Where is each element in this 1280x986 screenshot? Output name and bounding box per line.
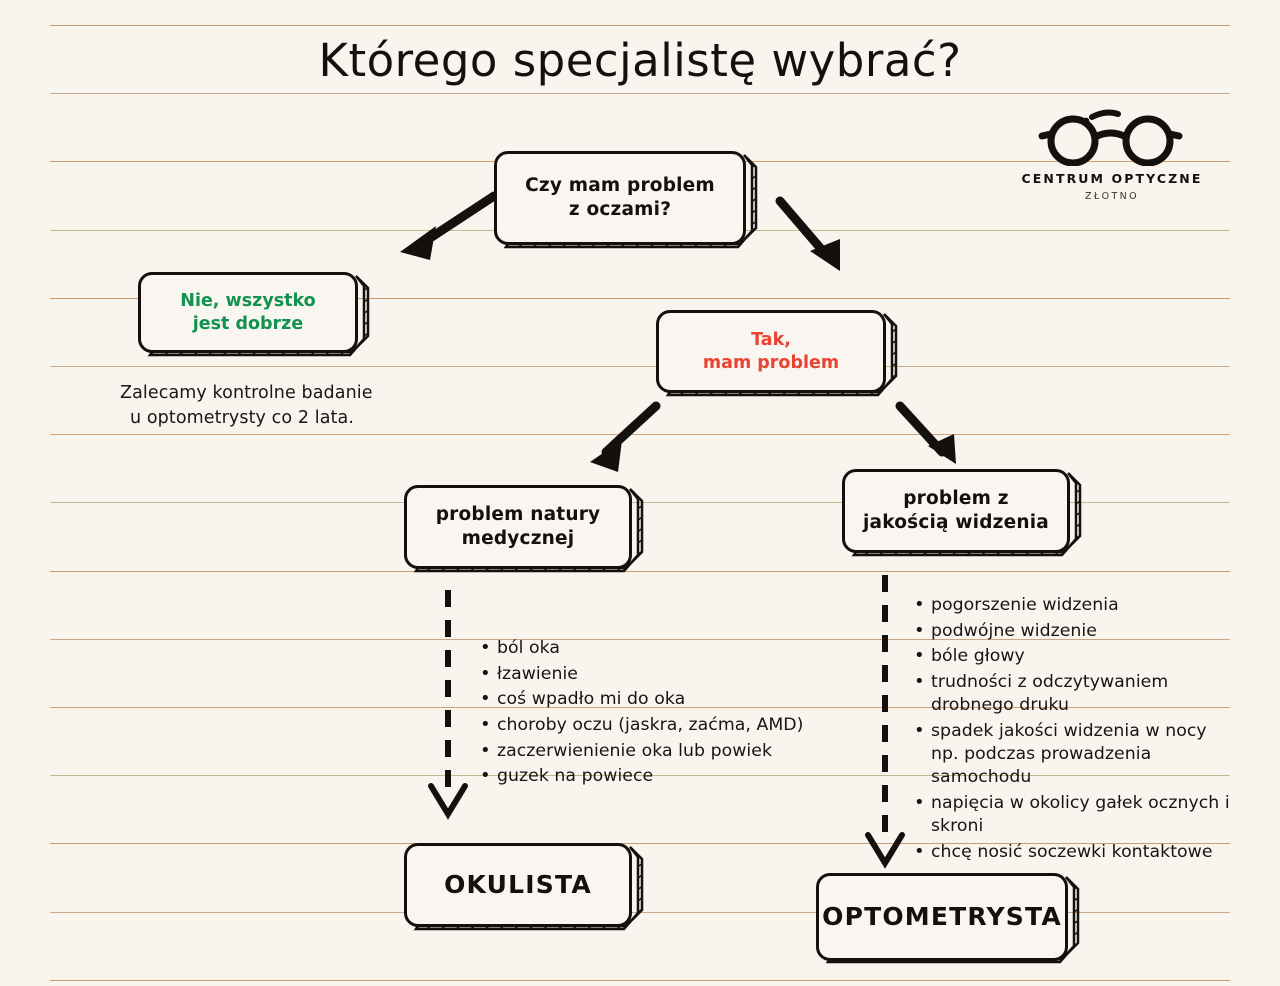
brand-location: ZŁOTNO <box>1084 191 1140 202</box>
node-vision-line1: problem z <box>903 488 1009 510</box>
list-item: spadek jakości widzenia w nocy np. podcz… <box>912 719 1232 790</box>
node-shadow-okulista <box>404 843 652 939</box>
node-vision-problem[interactable]: problem z jakością widzenia <box>842 469 1070 553</box>
node-shadow-vision <box>842 469 1090 565</box>
node-yes-line2: mam problem <box>702 352 840 373</box>
node-shadow-no <box>138 272 378 364</box>
node-no-line2: jest dobrze <box>192 313 304 334</box>
node-optometrysta-label: OPTOMETRYSTA <box>822 902 1062 931</box>
note-no-branch: Zalecamy kontrolne badanie u optometryst… <box>120 381 420 432</box>
list-item: łzawienie <box>478 662 838 686</box>
page-title: Którego specjalistę wybrać? <box>318 34 962 87</box>
arrow-root-to-yes <box>770 195 890 285</box>
eyeglasses-icon <box>1012 108 1212 167</box>
list-item: trudności z odczytywaniem drobnego druku <box>912 670 1232 717</box>
node-shadow-optometrysta <box>816 873 1088 973</box>
node-result-optometrysta[interactable]: OPTOMETRYSTA <box>816 873 1068 961</box>
note-line2: u optometrysty co 2 lata. <box>130 408 354 429</box>
dashed-connector-vision <box>862 575 908 870</box>
list-item: zaczerwienienie oka lub powiek <box>478 739 838 763</box>
node-yes-line1: Tak, <box>751 330 791 351</box>
symptom-list-vision: pogorszenie widzeniapodwójne widzenieból… <box>912 593 1232 866</box>
list-item: guzek na powiece <box>478 764 838 788</box>
symptom-list-vision-items: pogorszenie widzeniapodwójne widzenieból… <box>912 593 1232 864</box>
dashed-connector-medical <box>425 590 471 820</box>
arrow-yes-to-vision <box>890 400 990 480</box>
list-item: pogorszenie widzenia <box>912 593 1232 617</box>
list-item: bóle głowy <box>912 644 1232 668</box>
symptom-list-medical-items: ból okałzawieniecoś wpadło mi do okachor… <box>478 636 838 789</box>
list-item: podwójne widzenie <box>912 619 1232 643</box>
node-okulista-label: OKULISTA <box>444 870 592 899</box>
node-no-branch[interactable]: Nie, wszystko jest dobrze <box>138 272 358 353</box>
node-vision-line2: jakością widzenia <box>863 512 1049 533</box>
brand-logo: CENTRUM OPTYCZNE ZŁOTNO <box>1012 108 1212 202</box>
list-item: coś wpadło mi do oka <box>478 687 838 711</box>
node-root[interactable]: Czy mam problem z oczami? <box>494 151 746 245</box>
node-root-line1: Czy mam problem <box>525 175 715 197</box>
node-result-okulista[interactable]: OKULISTA <box>404 843 632 927</box>
node-medical-problem[interactable]: problem natury medycznej <box>404 485 632 569</box>
brand-name: CENTRUM OPTYCZNE <box>1021 171 1203 186</box>
note-line1: Zalecamy kontrolne badanie <box>120 383 373 403</box>
node-shadow-root <box>494 151 766 256</box>
node-medical-line1: problem natury <box>435 504 601 526</box>
symptom-list-medical: ból okałzawieniecoś wpadło mi do okachor… <box>478 636 838 791</box>
node-no-line1: Nie, wszystko <box>180 291 316 312</box>
arrow-root-to-no <box>390 190 510 270</box>
node-medical-line2: medycznej <box>461 528 575 549</box>
list-item: choroby oczu (jaskra, zaćma, AMD) <box>478 713 838 737</box>
list-item: chcę nosić soczewki kontaktowe <box>912 840 1232 864</box>
node-shadow-yes <box>656 310 906 405</box>
node-yes-branch[interactable]: Tak, mam problem <box>656 310 886 393</box>
list-item: ból oka <box>478 636 838 660</box>
arrow-yes-to-medical <box>560 400 670 480</box>
node-root-line2: z oczami? <box>568 199 672 220</box>
list-item: napięcia w okolicy gałek ocznych i skron… <box>912 791 1232 838</box>
